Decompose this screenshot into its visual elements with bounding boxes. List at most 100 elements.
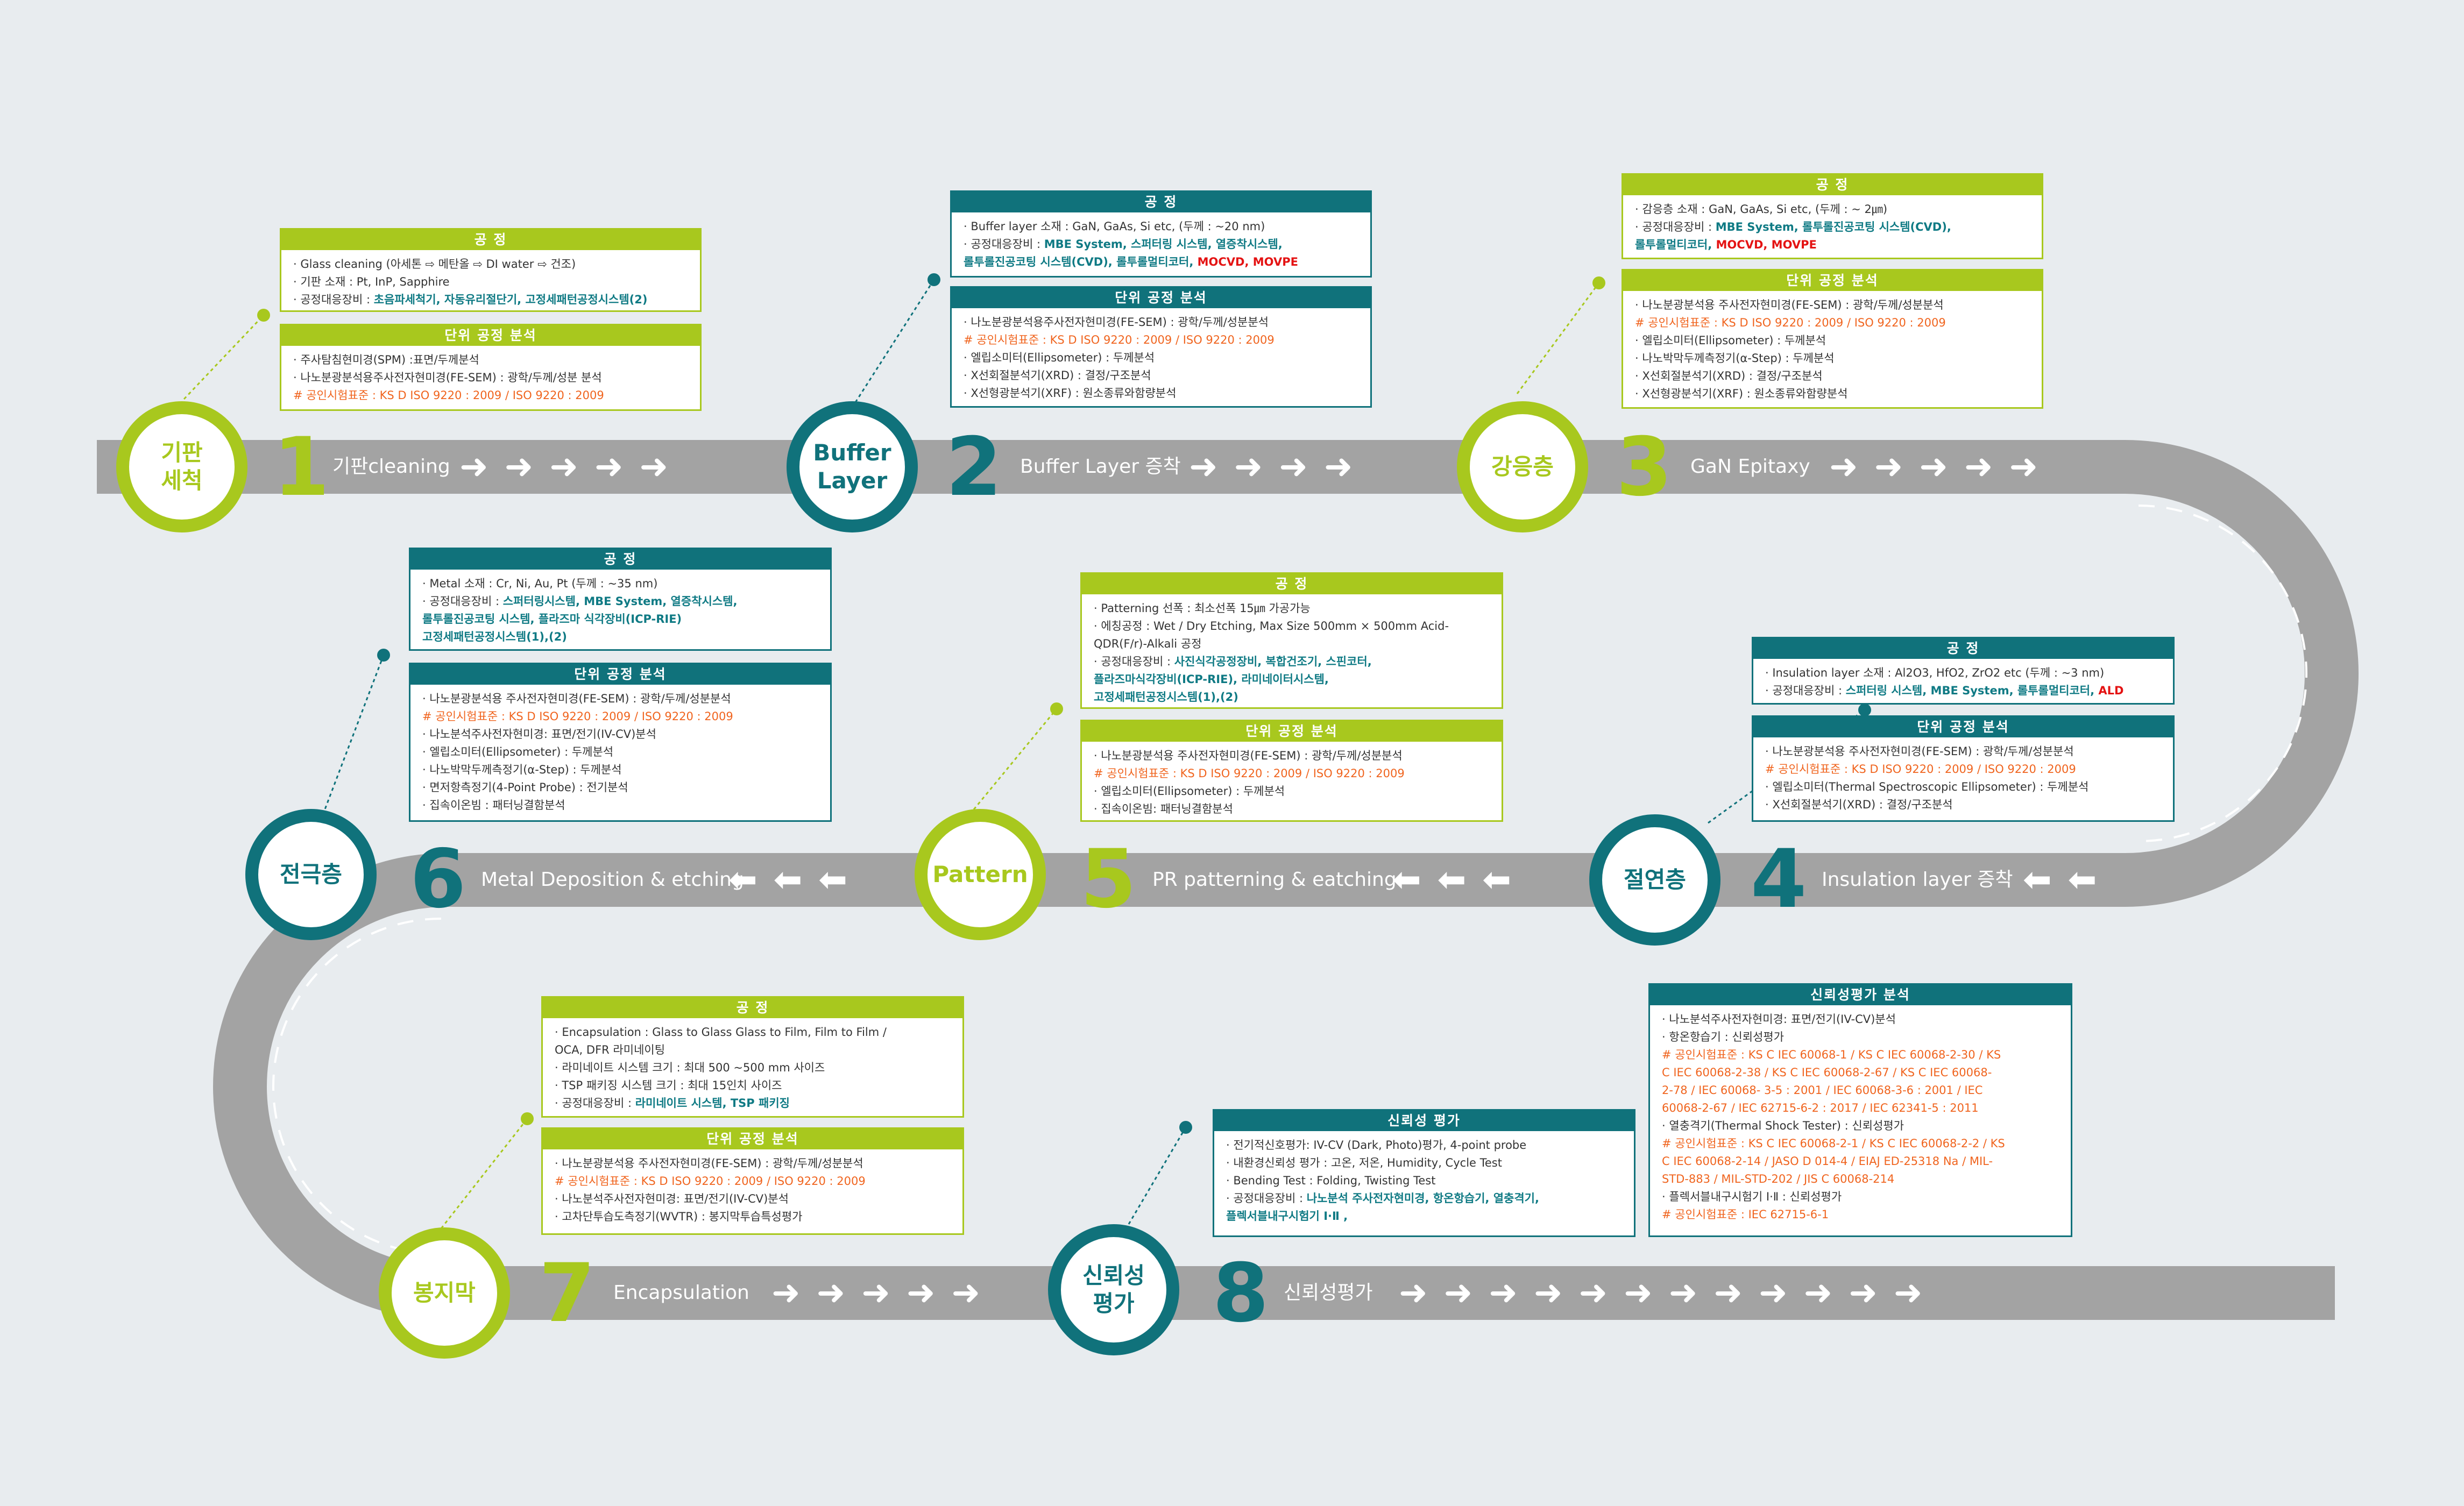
card-line: · 열충격기(Thermal Shock Tester) : 신뢰성평가: [1662, 1117, 2059, 1135]
line-part: 플라즈마식각장비(ICP-RIE), 라미네이터시스템,: [1094, 673, 1329, 686]
arrow-right-icon: ➜: [951, 1273, 997, 1313]
line-part: · 나노분석주사전자현미경: 표면/전기(IV-CV)분석: [555, 1192, 789, 1205]
card-line: · 공정대응장비 : 초음파세척기, 자동유리절단기, 고정세패턴공정시스템(2…: [293, 291, 688, 309]
arrow-right-icon: ➜: [1279, 447, 1324, 487]
dot-1: [257, 309, 270, 322]
dot-3: [1592, 276, 1605, 289]
card-line: · 내환경신뢰성 평가 : 고온, 저온, Humidity, Cycle Te…: [1226, 1154, 1622, 1172]
card-line: OCA, DFR 라미네이팅: [555, 1041, 951, 1059]
line-part: · 주사탐침현미경(SPM) :표면/두께분석: [293, 353, 479, 366]
step-3-circle[interactable]: 강응층: [1457, 401, 1588, 532]
card-header: 공 정: [1753, 638, 2173, 659]
card-2-process: 공 정· Buffer layer 소재 : GaN, GaAs, Si etc…: [950, 190, 1372, 278]
line-part: · 엘립소미터(Ellipsometer) : 두께분석: [964, 351, 1155, 364]
card-line: · X선형광분석기(XRF) : 원소종류와함량분석: [964, 385, 1358, 402]
connector-7: [440, 1118, 528, 1229]
line-part: · 항온항습기 : 신뢰성평가: [1662, 1031, 1784, 1043]
line-part: · X선형광분석기(XRF) : 원소종류와함량분석: [964, 387, 1177, 400]
line-part: · 나노분광분석용주사전자현미경(FE-SEM) : 광학/두께/성분 분석: [293, 371, 602, 384]
card-line: · 나노분석주사전자현미경: 표면/전기(IV-CV)분석: [422, 726, 818, 743]
step-4-title: 절연층: [1624, 866, 1686, 893]
card-line: # 공인시험표준 : KS D ISO 9220 : 2009 / ISO 92…: [293, 389, 604, 402]
line-part: · 라미네이트 시스템 크기 : 최대 500 ~500 mm 사이즈: [555, 1061, 825, 1074]
card-line: · Buffer layer 소재 : GaN, GaAs, Si etc, (…: [964, 218, 1358, 236]
step-2-number: 2: [946, 421, 1002, 514]
arrow-left-icon: ⬅: [2023, 860, 2068, 900]
step-2-circle[interactable]: Buffer Layer: [787, 401, 918, 532]
card-line: · 나노분광분석용 주사전자현미경(FE-SEM) : 광학/두께/성분분석: [1635, 296, 2030, 314]
card-line: # 공인시험표준 : KS D ISO 9220 : 2009 / ISO 92…: [1765, 763, 2076, 776]
card-4-analysis: 단위 공정 분석· 나노분광분석용 주사전자현미경(FE-SEM) : 광학/두…: [1752, 715, 2175, 822]
card-line: # 공인시험표준 : KS D ISO 9220 : 2009 / ISO 92…: [422, 710, 733, 723]
dot-8: [1179, 1121, 1192, 1134]
step-4-circle[interactable]: 절연층: [1589, 814, 1720, 946]
arrow-right-icon: ➜: [1803, 1273, 1849, 1313]
arrow-right-icon: ➜: [1578, 1273, 1624, 1313]
connector-5: [973, 708, 1058, 810]
card-line: · Patterning 선폭 : 최소선폭 15㎛ 가공가능: [1094, 600, 1490, 617]
card-body: · 전기적신호평가: IV-CV (Dark, Photo)평가, 4-poin…: [1214, 1131, 1634, 1230]
card-line: · 공정대응장비 : 스퍼터링 시스템, MBE System, 롤투롤멀티코터…: [1765, 682, 2161, 700]
card-7-process: 공 정· Encapsulation : Glass to Glass Glas…: [541, 996, 964, 1118]
card-body: · 나노분석주사전자현미경: 표면/전기(IV-CV)분석 · 항온항습기 : 신…: [1650, 1005, 2071, 1228]
arrow-right-icon: ➜: [2009, 447, 2055, 487]
line-part: · Patterning 선폭 : 최소선폭 15㎛ 가공가능: [1094, 602, 1311, 615]
line-part: 롤투롤진공코팅 시스템, 플라즈마 식각장비(ICP-RIE): [422, 613, 682, 626]
line-part: OCA, DFR 라미네이팅: [555, 1043, 665, 1056]
card-body: · Glass cleaning (아세톤 ⇨ 메탄올 ⇨ DI water ⇨…: [281, 250, 700, 310]
card-line: · Glass cleaning (아세톤 ⇨ 메탄올 ⇨ DI water ⇨…: [293, 255, 688, 273]
step-6-circle[interactable]: 전극층: [245, 809, 377, 940]
card-line: # 공인시험표준 : KS D ISO 9220 : 2009 / ISO 92…: [964, 333, 1275, 346]
dot-5: [1050, 702, 1063, 715]
card-header: 공 정: [1082, 574, 1502, 594]
line-part: · 전기적신호평가: IV-CV (Dark, Photo)평가, 4-poin…: [1226, 1139, 1527, 1152]
arrow-right-icon: ➜: [549, 447, 594, 487]
arrows-row3-a: ➜➜➜➜➜: [771, 1276, 996, 1310]
step-1-circle[interactable]: 기판 세척: [116, 401, 247, 532]
connector-3: [1516, 282, 1600, 394]
card-header: 공 정: [410, 549, 830, 570]
line-part: · 나노분석주사전자현미경: 표면/전기(IV-CV)분석: [1662, 1013, 1896, 1026]
card-line: · Insulation layer 소재 : Al2O3, HfO2, ZrO…: [1765, 664, 2161, 682]
card-line: · 공정대응장비 : MBE System, 스퍼터링 시스템, 열증착시스템,: [964, 236, 1358, 253]
card-1-analysis: 단위 공정 분석· 주사탐침현미경(SPM) :표면/두께분석· 나노분광분석용…: [280, 324, 702, 411]
line-part: 라미네이트 시스템, TSP 패키징: [635, 1097, 790, 1110]
card-line: · 나노분광분석용 주사전자현미경(FE-SEM) : 광학/두께/성분분석: [1765, 743, 2161, 761]
card-line: · 엘립소미터(Thermal Spectroscopic Ellipsomet…: [1765, 778, 2161, 796]
step-5-circle[interactable]: Pattern: [915, 809, 1046, 940]
arrow-right-icon: ➜: [594, 447, 640, 487]
line-part: · X선형광분석기(XRF) : 원소종류와함량분석: [1635, 387, 1848, 400]
line-part: · Encapsulation : Glass to Glass Glass t…: [555, 1026, 887, 1039]
card-body: · 나노분광분석용주사전자현미경(FE-SEM) : 광학/두께/성분분석 # …: [952, 308, 1370, 406]
step-8-circle[interactable]: 신뢰성 평가: [1048, 1224, 1179, 1355]
card-line: · 라미네이트 시스템 크기 : 최대 500 ~500 mm 사이즈: [555, 1059, 951, 1077]
step-1-title: 기판 세척: [161, 439, 203, 494]
card-8-reliability: 신뢰성 평가· 전기적신호평가: IV-CV (Dark, Photo)평가, …: [1213, 1109, 1635, 1237]
line-part: · Metal 소재 : Cr, Ni, Au, Pt (두께 : ~35 nm…: [422, 577, 658, 590]
dot-4: [1858, 704, 1871, 716]
line-part: MBE System, 스퍼터링 시스템, 열증착시스템,: [1044, 238, 1283, 251]
card-line: · 에칭공정 : Wet / Dry Etching, Max Size 500…: [1094, 617, 1490, 635]
arrow-left-icon: ⬅: [728, 860, 774, 900]
card-line: # 공인시험표준 : KS D ISO 9220 : 2009 / ISO 92…: [1094, 767, 1405, 780]
card-line: · TSP 패키징 시스템 크기 : 최대 15인치 사이즈: [555, 1077, 951, 1095]
card-line: 60068-2-67 / IEC 62715-6-2 : 2017 / IEC …: [1662, 1102, 1979, 1114]
road-center-dashes: [272, 505, 2307, 1255]
card-body: · Buffer layer 소재 : GaN, GaAs, Si etc, (…: [952, 212, 1370, 275]
step-3-title: 강응층: [1491, 453, 1554, 480]
line-part: 롤투롤진공코팅 시스템(CVD), 롤투롤멀티코터,: [964, 255, 1198, 268]
dot-7: [521, 1112, 534, 1125]
card-line: · 공정대응장비 : 나노분석 주사전자현미경, 항온항습기, 열충격기,: [1226, 1190, 1622, 1207]
step-6-label: Metal Deposition & etching: [481, 869, 744, 891]
line-part: · 공정대응장비 :: [964, 238, 1044, 251]
step-6-number: 6: [410, 833, 466, 926]
arrow-right-icon: ➜: [1714, 1273, 1759, 1313]
arrow-right-icon: ➜: [1964, 447, 2009, 487]
step-7-circle[interactable]: 봉지막: [379, 1227, 510, 1359]
line-part: · 나노분광분석용 주사전자현미경(FE-SEM) : 광학/두께/성분분석: [555, 1157, 863, 1170]
card-body: · Encapsulation : Glass to Glass Glass t…: [543, 1018, 962, 1116]
line-part: · 나노분광분석용 주사전자현미경(FE-SEM) : 광학/두께/성분분석: [1094, 749, 1403, 762]
line-part: 고정세패턴공정시스템(1),(2): [1094, 691, 1238, 704]
step-5-number: 5: [1080, 833, 1137, 926]
card-8-analysis: 신뢰성평가 분석· 나노분석주사전자현미경: 표면/전기(IV-CV)분석· 항…: [1648, 983, 2072, 1237]
